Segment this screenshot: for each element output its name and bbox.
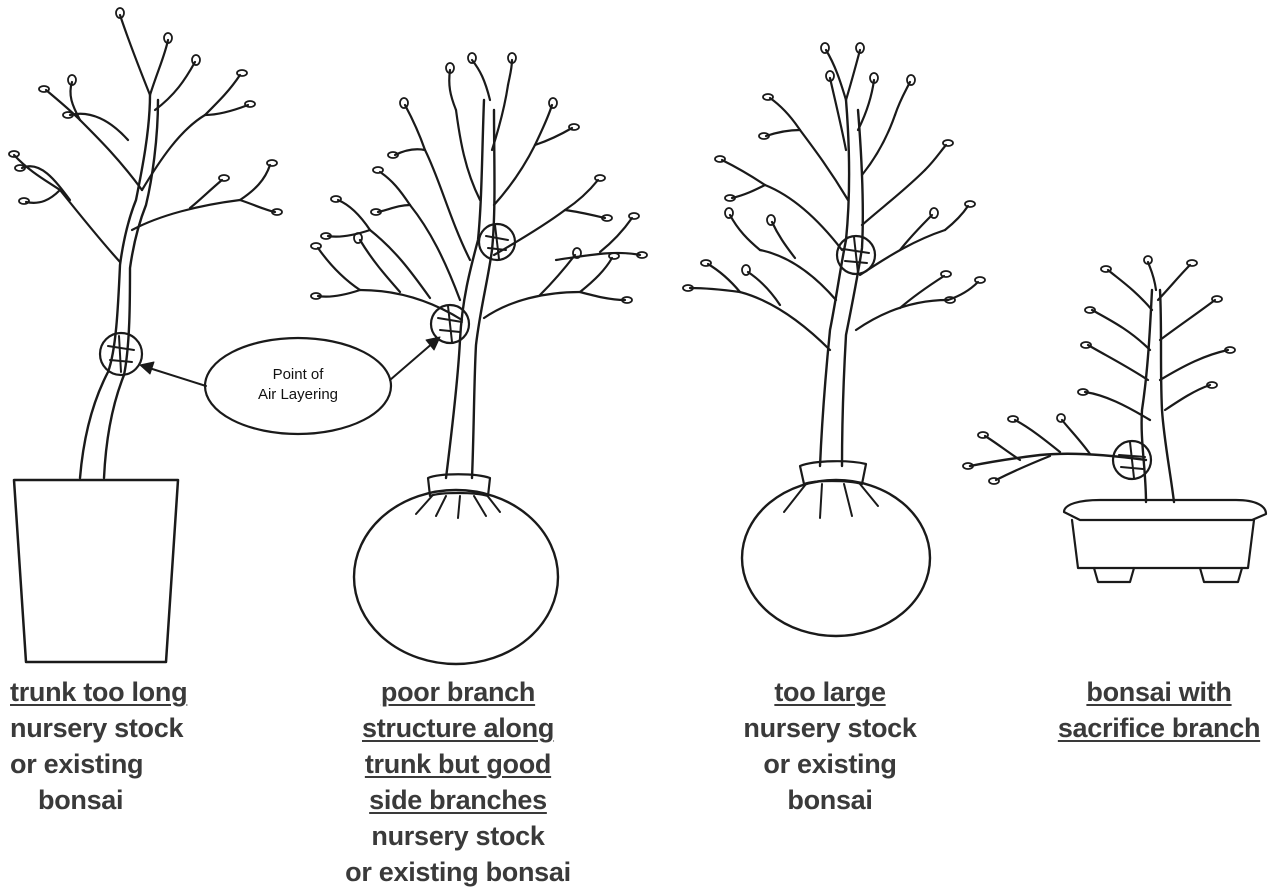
root-ball-2 xyxy=(354,490,558,664)
caption-3-title: too large xyxy=(730,674,930,710)
tree-trunk-too-long xyxy=(9,8,282,662)
caption-2-line5: nursery stock xyxy=(330,818,586,854)
caption-1-title: trunk too long xyxy=(10,674,187,710)
caption-2-line3: trunk but good xyxy=(330,746,586,782)
caption-2-line2: structure along xyxy=(330,710,586,746)
tree-poor-branch-structure xyxy=(311,53,647,664)
caption-3-line4: bonsai xyxy=(730,782,930,818)
arrow-to-tree-1 xyxy=(146,367,206,386)
callout-label-line2: Air Layering xyxy=(258,386,338,403)
caption-poor-branch-structure: poor branch structure along trunk but go… xyxy=(330,674,586,890)
caption-trunk-too-long: trunk too long nursery stock or existing… xyxy=(10,674,187,818)
caption-3-line3: or existing xyxy=(730,746,930,782)
air-layering-callout: Point of Air Layering xyxy=(140,337,440,434)
caption-2-line4: side branches xyxy=(330,782,586,818)
caption-3-line2: nursery stock xyxy=(730,710,930,746)
tree-bonsai-sacrifice-branch xyxy=(963,256,1266,582)
caption-too-large: too large nursery stock or existing bons… xyxy=(730,674,930,818)
tree-1-trunk xyxy=(80,95,150,478)
caption-4-line1: bonsai with xyxy=(1052,674,1266,710)
caption-1-line3: or existing xyxy=(10,746,187,782)
caption-1-line2: nursery stock xyxy=(10,710,187,746)
caption-bonsai-sacrifice-branch: bonsai with sacrifice branch xyxy=(1052,674,1266,746)
root-ball-3 xyxy=(742,480,930,636)
nursery-pot xyxy=(14,480,178,662)
arrow-to-tree-2 xyxy=(390,342,434,380)
tree-3-trunk xyxy=(820,100,849,466)
caption-4-line2: sacrifice branch xyxy=(1052,710,1266,746)
tree-too-large xyxy=(683,43,985,636)
caption-2-line1: poor branch xyxy=(330,674,586,710)
bonsai-pot xyxy=(1064,500,1266,520)
caption-2-line6: or existing bonsai xyxy=(330,854,586,890)
callout-label-line1: Point of xyxy=(273,366,325,383)
caption-1-line4: bonsai xyxy=(10,782,187,818)
